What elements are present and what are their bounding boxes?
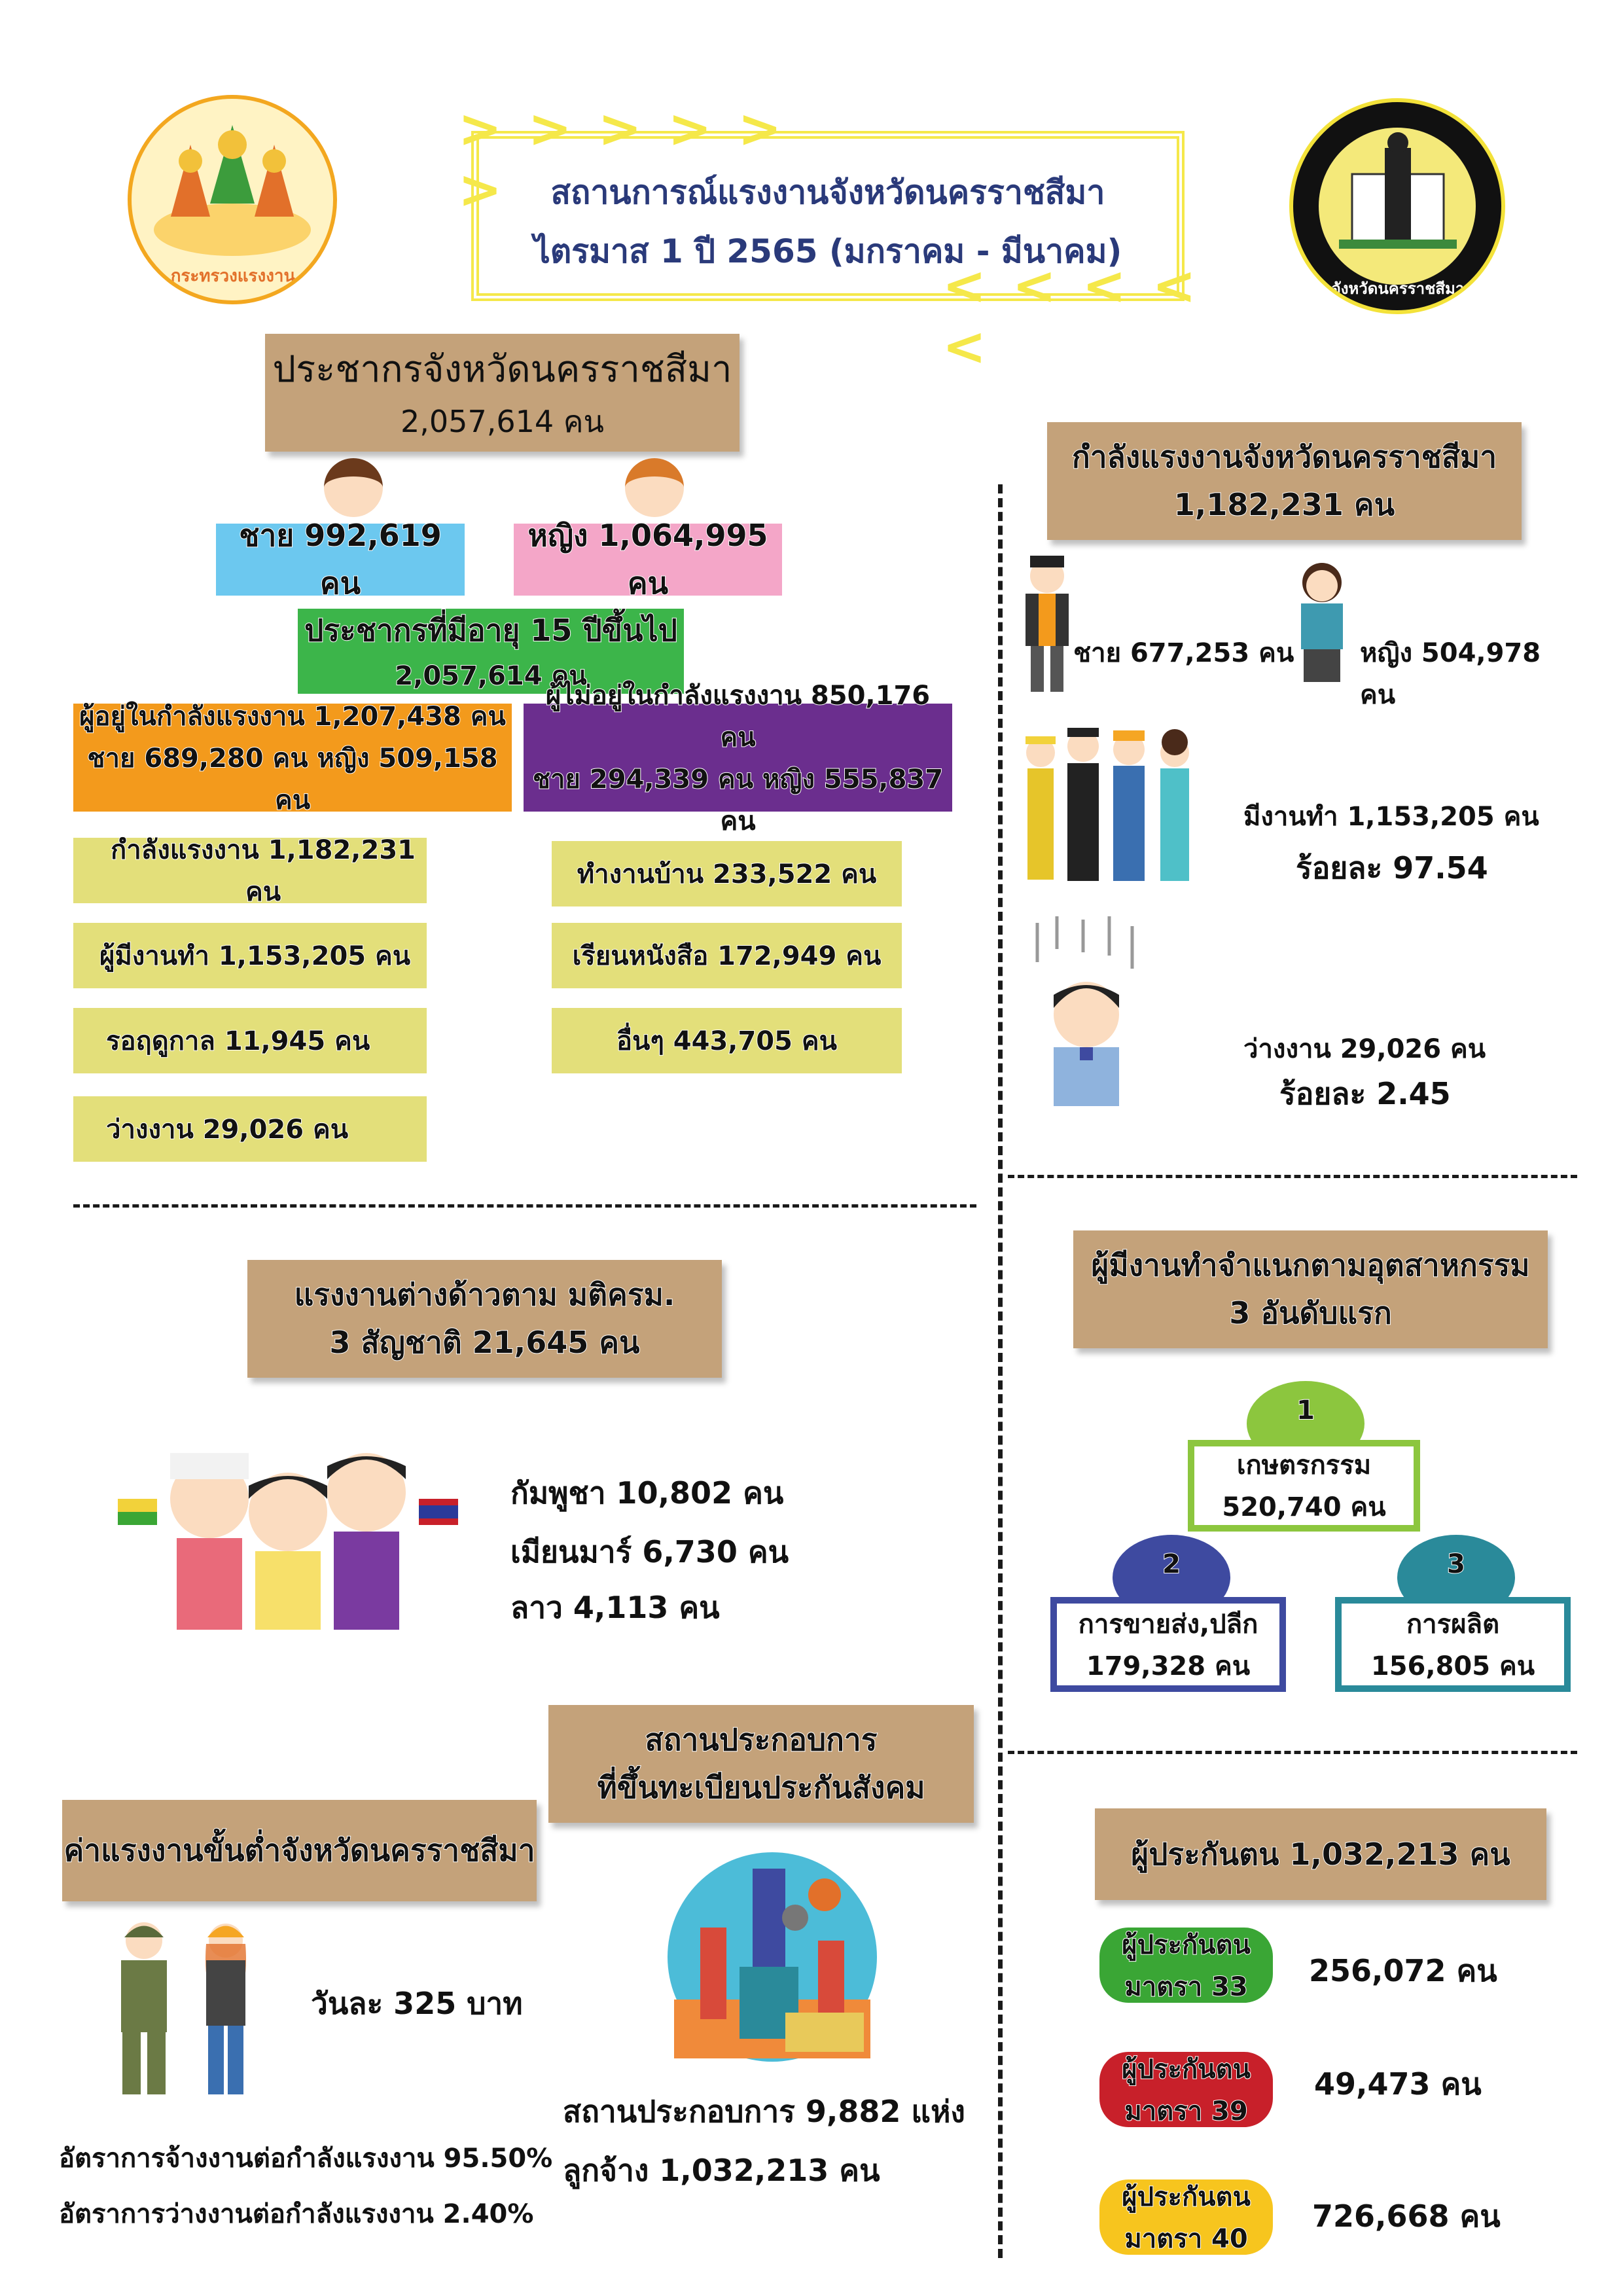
age15-total: 2,057,614 คน — [394, 660, 587, 692]
boy-avatar — [324, 458, 383, 517]
labor-force-male: ชาย 677,253 คน — [1073, 637, 1294, 669]
female-worker-illustration — [205, 1924, 246, 2094]
title-frame — [471, 131, 1185, 301]
section-40-value: 726,668 คน — [1311, 2198, 1501, 2234]
section-39-number: มาตรา 39 — [1124, 2096, 1248, 2127]
section-39-label: ผู้ประกันตน — [1121, 2054, 1251, 2085]
insured-title-box: ผู้ประกันตน 1,032,213 คน — [1095, 1808, 1546, 1900]
foreign-worker-item: กัมพูชา 10,802 คน — [510, 1475, 784, 1511]
industry-title: ผู้มีงานทำจำแนกตามอุตสาหกรรม — [1090, 1247, 1530, 1283]
in-labor-box: ผู้อยู่ในกำลังแรงงาน 1,207,438 คน ชาย 68… — [73, 701, 512, 816]
rank-1-number: 1 — [1296, 1395, 1315, 1426]
age15-box: ประชากรที่มีอายุ 15 ปีขึ้นไป 2,057,614 ค… — [298, 609, 684, 694]
foreign-worker-item: เมียนมาร์ 6,730 คน — [510, 1534, 789, 1570]
rank-2-number: 2 — [1162, 1549, 1181, 1580]
page-subtitle: ไตรมาส 1 ปี 2565 (มกราคม - มีนาคม) — [533, 232, 1123, 271]
establishments-employees: ลูกจ้าง 1,032,213 คน — [562, 2152, 881, 2189]
population-title-box: ประชากรจังหวัดนครราชสีมา 2,057,614 คน — [265, 334, 740, 452]
labor-force-female: หญิง 504,978 คน — [1359, 637, 1541, 711]
girl-avatar — [625, 458, 684, 517]
in-labor-item: ผู้มีงานทำ 1,153,205 คน — [73, 923, 427, 988]
title-arrows-top: > > > > > > — [458, 98, 786, 220]
section-39-badge: ผู้ประกันตน มาตรา 39 — [1099, 2052, 1273, 2127]
unemployment-rate: อัตราการว่างงานต่อกำลังแรงงาน 2.40% — [58, 2198, 534, 2230]
rank-1-value: 520,740 คน — [1221, 1492, 1386, 1523]
population-male-box: ชาย 992,619 คน — [216, 517, 465, 601]
in-labor-item: ว่างงาน 29,026 คน — [73, 1096, 427, 1162]
section-40-label: ผู้ประกันตน — [1121, 2181, 1251, 2213]
rank-3-number: 3 — [1446, 1549, 1466, 1580]
establishments-title: สถานประกอบการ — [645, 1721, 878, 1758]
vertical-divider — [998, 484, 1003, 2258]
population-total: 2,057,614 คน — [401, 404, 604, 439]
industry-subtitle: 3 อันดับแรก — [1228, 1295, 1392, 1331]
foreign-workers-total: 3 สัญชาติ 21,645 คน — [329, 1324, 641, 1361]
out-labor-gender: ชาย 294,339 คน หญิง 555,837 คน — [532, 764, 944, 837]
right-horizontal-divider-1 — [1008, 1175, 1577, 1178]
out-labor-box: ผู้ไม่อยู่ในกำลังแรงงาน 850,176 คน ชาย 2… — [524, 680, 952, 837]
workers-group-illustration — [1026, 728, 1189, 881]
section-33-value: 256,072 คน — [1308, 1952, 1498, 1989]
province-seal-text: จังหวัดนครราชสีมา — [1331, 279, 1465, 298]
labor-force-title-box: กำลังแรงงานจังหวัดนครราชสีมา 1,182,231 ค… — [1047, 422, 1522, 540]
in-labor-item: รอฤดูกาล 11,945 คน — [73, 1008, 427, 1073]
population-female-box: หญิง 1,064,995 คน — [514, 517, 782, 601]
employed-count: มีงานทำ 1,153,205 คน — [1243, 801, 1540, 833]
ministry-of-labour-logo: กระทรวงแรงงาน — [128, 95, 337, 304]
right-horizontal-divider-2 — [1008, 1751, 1577, 1754]
in-labor-total: ผู้อยู่ในกำลังแรงงาน 1,207,438 คน — [79, 701, 507, 732]
labor-force-total: 1,182,231 คน — [1173, 486, 1395, 523]
rank-3-value: 156,805 คน — [1370, 1651, 1535, 1682]
establishments-count: สถานประกอบการ 9,882 แห่ง — [562, 2093, 966, 2130]
title-arrows-bottom: < < < < < — [942, 255, 1200, 377]
soldier-illustration — [121, 1922, 167, 2094]
businesswoman-illustration — [1301, 563, 1343, 682]
section-40-badge: ผู้ประกันตน มาตรา 40 — [1099, 2179, 1273, 2255]
min-wage-title-box: ค่าแรงงานขั้นต่ำจังหวัดนครราชสีมา — [62, 1800, 537, 1901]
rank-2-value: 179,328 คน — [1086, 1651, 1251, 1682]
rank-2-box: การขายส่ง,ปลีก 179,328 คน — [1050, 1597, 1286, 1692]
employment-rate: อัตราการจ้างงานต่อกำลังแรงงาน 95.50% — [58, 2143, 553, 2174]
age15-title: ประชากรที่มีอายุ 15 ปีขึ้นไป — [304, 612, 678, 649]
three-nationalities-illustration — [118, 1453, 458, 1630]
unemployed-percent: ร้อยละ 2.45 — [1279, 1075, 1452, 1112]
section-33-badge: ผู้ประกันตน มาตรา 33 — [1099, 1928, 1273, 2003]
page-title: สถานการณ์แรงงานจังหวัดนครราชสีมา — [550, 173, 1106, 212]
province-seal-logo: จังหวัดนครราชสีมา — [1289, 98, 1505, 314]
ministry-logo-text: กระทรวงแรงงาน — [170, 266, 296, 286]
foreign-workers-title-box: แรงงานต่างด้าวตาม มติครม. 3 สัญชาติ 21,6… — [247, 1260, 722, 1378]
min-wage-value: วันละ 325 บาท — [310, 1985, 524, 2022]
out-labor-item: อื่นๆ 443,705 คน — [552, 1008, 902, 1073]
employed-percent: ร้อยละ 97.54 — [1295, 850, 1489, 886]
rank-2-name: การขายส่ง,ปลีก — [1078, 1609, 1259, 1640]
section-39-value: 49,473 คน — [1313, 2066, 1482, 2102]
rank-3-box: การผลิต 156,805 คน — [1335, 1597, 1571, 1692]
industry-title-box: ผู้มีงานทำจำแนกตามอุตสาหกรรม 3 อันดับแรก — [1073, 1230, 1548, 1348]
establishments-subtitle: ที่ขึ้นทะเบียนประกันสังคม — [596, 1769, 925, 1806]
population-title: ประชากรจังหวัดนครราชสีมา — [272, 348, 732, 391]
section-33-label: ผู้ประกันตน — [1121, 1929, 1251, 1961]
in-labor-item: กำลังแรงงาน 1,182,231 คน — [73, 834, 427, 908]
unemployed-count: ว่างงาน 29,026 คน — [1243, 1033, 1486, 1065]
rank-1-box: เกษตรกรรม 520,740 คน — [1188, 1440, 1420, 1532]
rank-3-name: การผลิต — [1406, 1609, 1500, 1640]
foreign-worker-item: ลาว 4,113 คน — [510, 1589, 721, 1626]
section-33-number: มาตรา 33 — [1124, 1971, 1248, 2003]
section-40-number: มาตรา 40 — [1124, 2223, 1248, 2255]
rank-1-name: เกษตรกรรม — [1236, 1450, 1372, 1481]
labor-force-title: กำลังแรงงานจังหวัดนครราชสีมา — [1071, 439, 1497, 475]
left-horizontal-divider — [73, 1204, 976, 1208]
unemployed-person-illustration — [1035, 916, 1134, 1106]
establishments-title-box: สถานประกอบการ ที่ขึ้นทะเบียนประกันสังคม — [548, 1705, 974, 1823]
out-labor-item: ทำงานบ้าน 233,522 คน — [552, 841, 902, 906]
businessman-illustration — [1026, 556, 1069, 692]
out-labor-total: ผู้ไม่อยู่ในกำลังแรงงาน 850,176 คน — [545, 680, 931, 753]
out-labor-item: เรียนหนังสือ 172,949 คน — [552, 923, 902, 988]
in-labor-gender: ชาย 689,280 คน หญิง 509,158 คน — [86, 743, 498, 816]
foreign-workers-title: แรงงานต่างด้าวตาม มติครม. — [294, 1276, 676, 1313]
factory-illustration — [668, 1852, 877, 2062]
